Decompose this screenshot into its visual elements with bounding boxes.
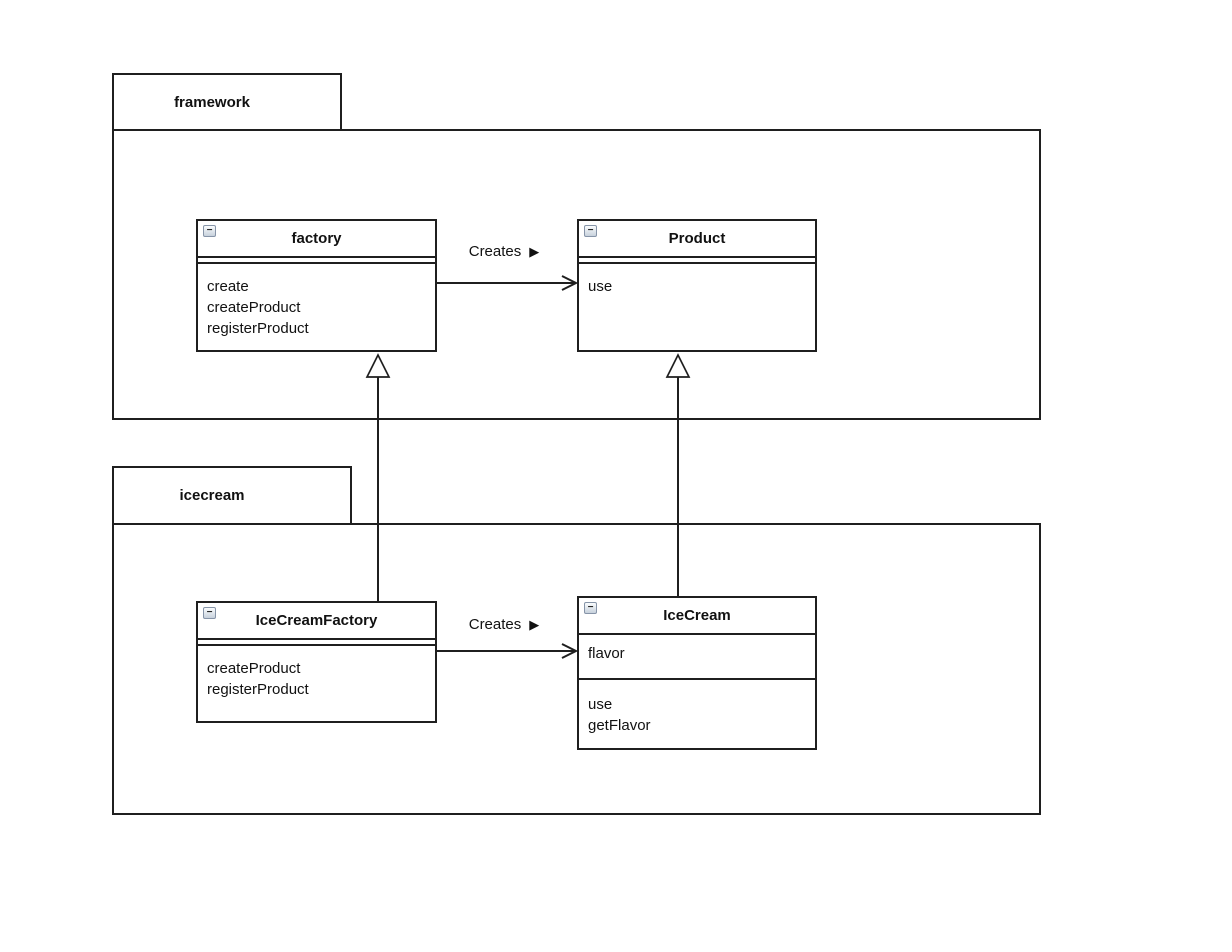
creates-label-text: Creates <box>468 243 522 260</box>
class-box-product[interactable]: − Product use <box>577 219 817 352</box>
package-label-framework: framework <box>174 93 250 111</box>
package-label-icecream: icecream <box>179 487 245 504</box>
member-item: createProduct <box>207 660 301 677</box>
attributes-compartment: flavor <box>579 635 815 680</box>
member-item: flavor <box>588 645 625 662</box>
class-box-icecream[interactable]: − IceCream flavor use getFlavor <box>577 596 817 750</box>
package-tab-framework[interactable]: framework <box>112 73 342 129</box>
direction-triangle-icon: ▶ <box>529 617 540 632</box>
class-header-product: − Product <box>579 221 815 258</box>
package-tab-icecream[interactable]: icecream <box>112 466 352 523</box>
class-header-icecream: − IceCream <box>579 598 815 635</box>
methods-compartment: create createProduct registerProduct <box>198 264 435 339</box>
generalization-arrow-icecreamfactory-to-factory[interactable] <box>365 353 391 601</box>
collapse-icon[interactable]: − <box>203 225 216 237</box>
methods-compartment: createProduct registerProduct <box>198 646 435 700</box>
member-item: createProduct <box>207 299 301 316</box>
creates-label-text: Creates <box>468 616 522 633</box>
direction-triangle-icon: ▶ <box>529 244 540 259</box>
class-title-product: Product <box>668 230 726 247</box>
member-item: getFlavor <box>588 717 651 734</box>
class-title-factory: factory <box>291 230 342 247</box>
class-header-icecream-factory: − IceCreamFactory <box>198 603 435 640</box>
creates-arrow-factory-to-product[interactable] <box>437 275 579 291</box>
methods-compartment: use <box>579 264 815 297</box>
class-box-icecream-factory[interactable]: − IceCreamFactory createProduct registerP… <box>196 601 437 723</box>
collapse-icon[interactable]: − <box>203 607 216 619</box>
attributes-compartment-empty <box>198 258 435 264</box>
member-item: registerProduct <box>207 320 309 337</box>
creates-label: Creates ▶ <box>436 243 572 260</box>
class-box-factory[interactable]: − factory create createProduct registerPro… <box>196 219 437 352</box>
class-title-icecream: IceCream <box>663 607 731 624</box>
member-item: registerProduct <box>207 681 309 698</box>
creates-arrow-icecreamfactory-to-icecream[interactable] <box>437 643 579 659</box>
collapse-icon[interactable]: − <box>584 602 597 614</box>
member-item: create <box>207 278 249 295</box>
creates-label: Creates ▶ <box>436 616 572 633</box>
generalization-arrow-icecream-to-product[interactable] <box>665 353 691 596</box>
collapse-icon[interactable]: − <box>584 225 597 237</box>
methods-compartment: use getFlavor <box>579 680 815 736</box>
class-title-icecream-factory: IceCreamFactory <box>255 612 378 629</box>
member-item: use <box>588 278 613 295</box>
member-item: use <box>588 696 613 713</box>
attributes-compartment-empty <box>579 258 815 264</box>
class-header-factory: − factory <box>198 221 435 258</box>
attributes-compartment-empty <box>198 640 435 646</box>
